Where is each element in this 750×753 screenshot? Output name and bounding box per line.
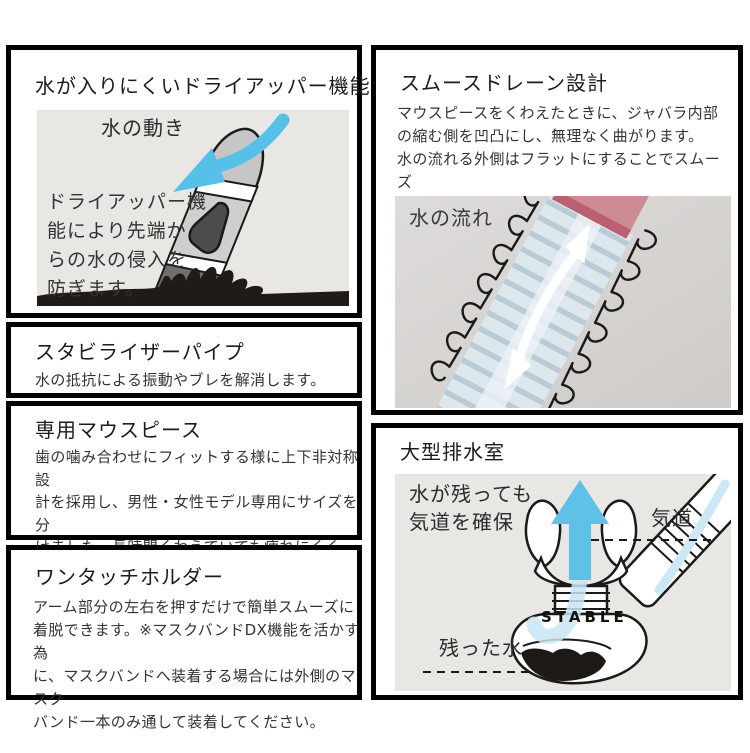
dry-upper-drawing bbox=[37, 110, 349, 306]
drain-arrow-shaft bbox=[569, 520, 591, 580]
right-zigzag-outline bbox=[537, 229, 657, 408]
mouthpiece-title: 専用マウスピース bbox=[35, 418, 202, 442]
dry-upper-illustration: 水の動き ドライアッパー機 能により先端か らの水の侵入を 防ぎます。 bbox=[37, 110, 349, 306]
water-movement-label: 水の動き bbox=[101, 116, 185, 140]
drain-arrow-head bbox=[551, 480, 609, 524]
airway-label: 気道 bbox=[651, 506, 693, 530]
hose-swoosh bbox=[654, 479, 730, 595]
corrugated-tube-photo bbox=[395, 196, 731, 408]
panel-one-touch-holder: ワンタッチホルダー アーム部分の左右を押すだけで簡単スムーズに 着脱できます。※… bbox=[6, 545, 362, 731]
one-touch-holder-title: ワンタッチホルダー bbox=[35, 565, 224, 589]
stable-label: STABLE bbox=[541, 608, 628, 626]
drain-chamber-drawing bbox=[395, 474, 731, 691]
dry-upper-caption: ドライアッパー機 能により先端か らの水の侵入を 防ぎます。 bbox=[47, 191, 208, 300]
stabilizer-title: スタビライザーパイプ bbox=[35, 340, 245, 364]
smooth-drain-photo: 水の流れ bbox=[395, 196, 731, 408]
water-wave-shape bbox=[37, 266, 349, 306]
smooth-drain-title: スムースドレーン設計 bbox=[400, 71, 608, 95]
water-flow-label: 水の流れ bbox=[409, 206, 493, 230]
one-touch-holder-body: アーム部分の左右を押すだけで簡単スムーズに 着脱できます。※マスクバンドDX機能… bbox=[33, 598, 360, 731]
panel-dry-upper: 水が入りにくいドライアッパー機能 水の動き ドライアッパー機 能により先端か ら… bbox=[6, 45, 370, 318]
pink-cap-shape bbox=[553, 196, 654, 236]
panel-smooth-drain: スムースドレーン設計 マウスピースをくわえたときに、ジャバラ内部 の縮む側を凹凸… bbox=[371, 45, 743, 415]
airway-secured-label: 水が残っても 気道を確保 bbox=[409, 482, 533, 534]
panel-drain-chamber: 大型排水室 bbox=[371, 423, 743, 700]
water-flow-arrow-icon bbox=[511, 243, 585, 372]
dry-upper-title: 水が入りにくいドライアッパー機能 bbox=[35, 74, 371, 98]
panel-stabilizer: スタビライザーパイプ 水の抵抗による振動やブレを解消します。 bbox=[6, 322, 362, 398]
drain-chamber-illustration: 水が残っても 気道を確保 気道 残った水 STABLE bbox=[395, 474, 731, 691]
stabilizer-body: 水の抵抗による振動やブレを解消します。 bbox=[35, 371, 326, 389]
drain-chamber-title: 大型排水室 bbox=[400, 440, 505, 464]
drain-arrow-tail bbox=[526, 568, 588, 644]
panel-mouthpiece: 専用マウスピース 歯の噛み合わせにフィットする様に上下非対称設 計を採用し、男性… bbox=[6, 401, 362, 601]
left-zigzag-outline bbox=[430, 196, 544, 382]
remaining-water-label: 残った水 bbox=[439, 636, 523, 660]
